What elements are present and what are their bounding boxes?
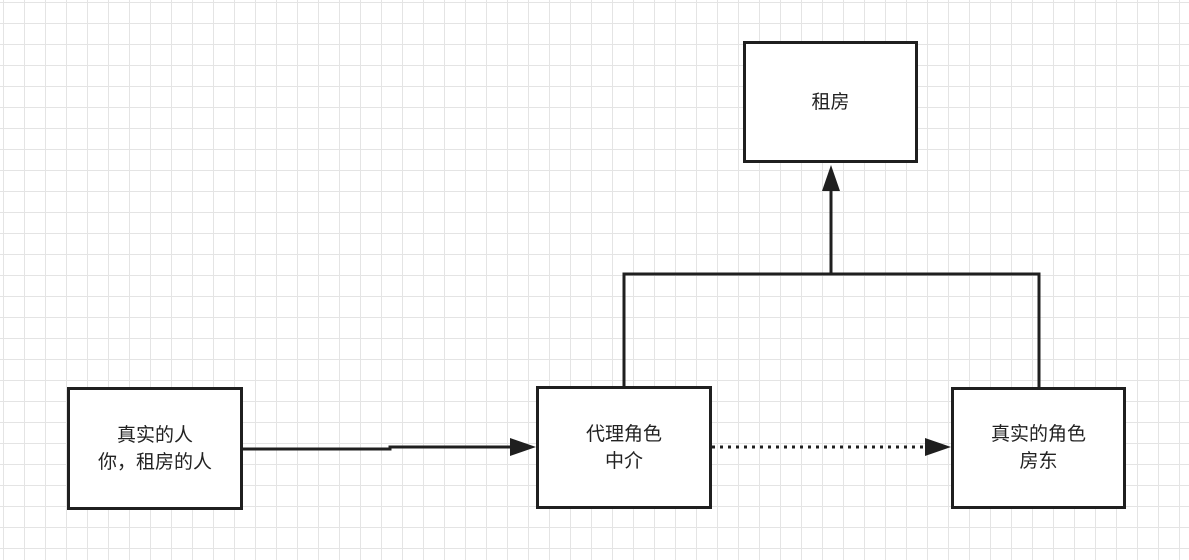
edge-landlord-to-rent bbox=[831, 272, 1041, 387]
node-real-person-label-line2: 你，租房的人 bbox=[97, 450, 212, 473]
arrowhead-client-to-proxy bbox=[510, 438, 536, 456]
node-proxy-role-label-line2: 中介 bbox=[604, 449, 643, 472]
node-proxy-role: 代理角色 中介 bbox=[536, 386, 712, 509]
node-real-role-landlord: 真实的角色 房东 bbox=[951, 387, 1126, 509]
node-real-person: 真实的人 你，租房的人 bbox=[67, 387, 243, 510]
arrowhead-proxy-to-landlord bbox=[925, 438, 951, 456]
node-rent-label: 租房 bbox=[811, 90, 850, 113]
arrowhead-to-rent bbox=[822, 165, 840, 191]
node-real-role-label-line1: 真实的角色 bbox=[990, 423, 1086, 445]
node-real-person-label-line1: 真实的人 bbox=[116, 423, 193, 446]
edge-proxy-to-rent bbox=[622, 272, 831, 386]
node-rent: 租房 bbox=[743, 41, 918, 163]
edge-client-to-proxy bbox=[243, 445, 512, 451]
node-real-role-label-line2: 房东 bbox=[1019, 450, 1058, 472]
node-proxy-role-label-line1: 代理角色 bbox=[585, 422, 662, 445]
